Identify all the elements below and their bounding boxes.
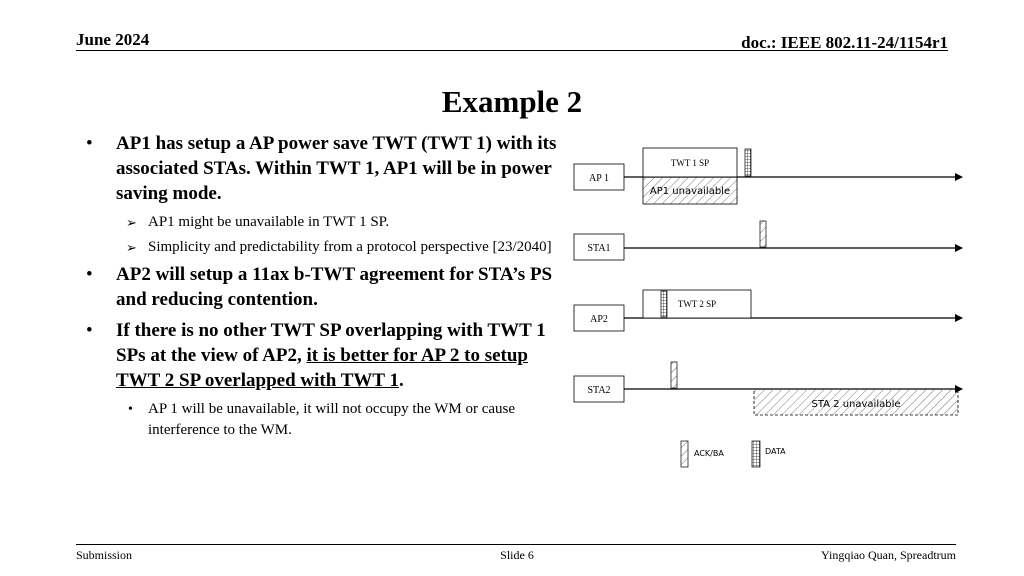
data-frame-block — [660, 290, 668, 318]
bullet-text-pre: If there is no other TWT SP overlapping … — [116, 320, 546, 366]
bullet-ap1-setup: • AP1 has setup a AP power save TWT (TWT… — [76, 131, 568, 206]
ap1-unavailable-region — [642, 176, 738, 205]
sub-bullet-ap1-unavailable: ➢ AP1 might be unavailable in TWT 1 SP. — [76, 212, 568, 233]
twt2-sp-label: TWT 2 SP — [678, 299, 716, 309]
row-label-box — [573, 163, 625, 191]
row-label-box — [573, 233, 625, 261]
row-label: STA2 — [587, 385, 610, 396]
header-doc-id: doc.: IEEE 802.11-24/1154r1 — [741, 33, 948, 52]
bullet-dot: • — [128, 402, 133, 417]
bullet-ap2-btwt: • AP2 will setup a 11ax b-TWT agreement … — [76, 262, 568, 312]
ack-ba-block — [759, 220, 767, 248]
footer-divider — [76, 544, 956, 545]
bullet-text: AP2 will setup a 11ax b-TWT agreement fo… — [116, 264, 553, 310]
legend-data-label: DATA — [765, 447, 786, 456]
sta2-unavailable-region — [753, 388, 959, 416]
sub-bullet-text: AP1 might be unavailable in TWT 1 SP. — [148, 214, 390, 230]
legend-data-swatch — [751, 440, 761, 468]
row-label: AP2 — [590, 314, 608, 325]
arrow-bullet-icon: ➢ — [126, 215, 137, 230]
bullet-text: AP1 has setup a AP power save TWT (TWT 1… — [116, 133, 557, 204]
row-sta2: STA2 STA 2 unavailable — [573, 361, 963, 416]
twt1-sp-box — [642, 147, 738, 178]
sta2-unavailable-label: STA 2 unavailable — [811, 399, 900, 410]
bullet-list: • AP1 has setup a AP power save TWT (TWT… — [76, 131, 568, 445]
ack-ba-block — [670, 361, 678, 389]
bullet-overlap: • If there is no other TWT SP overlappin… — [76, 318, 568, 393]
bullet-dot: • — [86, 320, 93, 341]
bullet-text-post: . — [398, 370, 404, 391]
legend-ack-label: ACK/BA — [694, 449, 724, 458]
footer-submission: Submission — [76, 548, 133, 562]
row-label: AP 1 — [589, 173, 609, 184]
header-divider — [76, 50, 948, 51]
sub-bullet-simplicity: ➢ Simplicity and predictability from a p… — [76, 237, 568, 258]
ap1-unavailable-label: AP1 unavailable — [650, 186, 730, 197]
diagram-legend: ACK/BA DATA — [680, 440, 786, 468]
row-sta1: STA1 — [573, 220, 963, 261]
bullet-dot: • — [86, 264, 93, 285]
twt1-sp-label: TWT 1 SP — [671, 158, 709, 168]
sub-bullet-text: Simplicity and predictability from a pro… — [148, 239, 552, 255]
sub-bullet-text: AP 1 will be unavailable, it will not oc… — [148, 401, 516, 438]
row-label: STA1 — [587, 243, 610, 254]
header-date: June 2024 — [76, 30, 150, 49]
footer-author: Yingqiao Quan, Spreadtrum — [821, 548, 956, 562]
row-ap1: AP 1 TWT 1 SP AP1 unavailable — [573, 147, 963, 205]
legend-ack-swatch — [680, 440, 689, 468]
row-label-box — [573, 304, 625, 332]
row-ap2: AP2 TWT 2 SP — [573, 289, 963, 332]
slide-title: Example 2 — [441, 84, 583, 119]
footer-slide-number: Slide 6 — [500, 548, 534, 562]
arrow-bullet-icon: ➢ — [126, 240, 137, 255]
bullet-dot: • — [86, 133, 93, 154]
data-frame-block — [744, 148, 752, 177]
sub-bullet-no-interference: • AP 1 will be unavailable, it will not … — [76, 399, 568, 441]
bullet-text-underlined: it is better for AP 2 to setup TWT 2 SP … — [116, 345, 528, 391]
